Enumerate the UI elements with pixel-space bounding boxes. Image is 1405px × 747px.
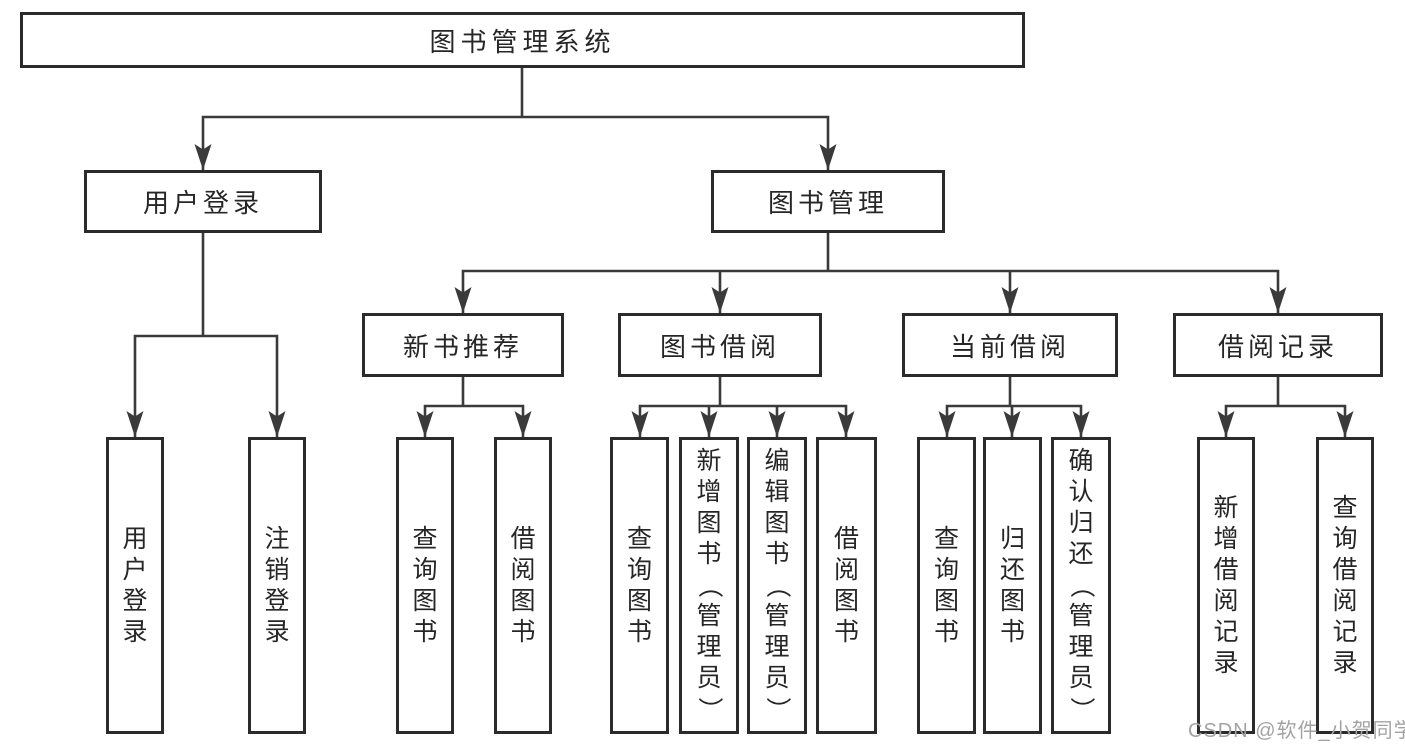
leaf-add-borrow-record: 新增借阅记录 (1197, 437, 1255, 734)
leaf-return-books: 归还图书 (983, 437, 1042, 734)
arrow-down-icon (938, 411, 956, 437)
node-library-management-system: 图书管理系统 (20, 12, 1025, 68)
arrowheads (126, 144, 1354, 437)
arrow-down-icon (514, 411, 532, 437)
leaf-label: 新增图书（管理员） (695, 447, 724, 723)
arrow-down-icon (1003, 411, 1021, 437)
leaf-label: 查询图书 (626, 524, 652, 646)
arrow-down-icon (1072, 411, 1090, 437)
arrow-down-icon (268, 411, 286, 437)
arrow-down-icon (454, 287, 472, 313)
leaf-edit-book-admin: 编辑图书（管理员） (747, 437, 807, 734)
node-label: 新书推荐 (402, 331, 523, 362)
leaf-label: 查询图书 (933, 524, 959, 646)
node-current-borrowing: 当前借阅 (902, 313, 1118, 377)
arrow-down-icon (711, 287, 729, 313)
leaf-borrow-books: 借阅图书 (816, 437, 877, 734)
leaf-query-borrow-record: 查询借阅记录 (1316, 437, 1374, 734)
arrow-down-icon (819, 144, 837, 170)
leaf-label: 借阅图书 (833, 524, 859, 646)
node-new-book-recommendation: 新书推荐 (362, 313, 564, 377)
node-label: 用户登录 (142, 188, 263, 218)
arrow-down-icon (837, 411, 855, 437)
arrow-down-icon (194, 144, 212, 170)
arrow-down-icon (1001, 287, 1019, 313)
arrow-down-icon (768, 411, 786, 437)
leaf-borrowing-query-books: 查询图书 (610, 437, 669, 734)
leaf-logout: 注销登录 (248, 437, 306, 734)
csdn-watermark: CSDN @软件_小贺同学 (1188, 720, 1405, 742)
leaf-recommend-query-books: 查询图书 (396, 437, 454, 734)
node-label: 图书借阅 (659, 331, 780, 362)
leaf-label: 确认归还（管理员） (1067, 447, 1096, 723)
leaf-label: 用户登录 (122, 524, 148, 646)
leaf-label: 查询借阅记录 (1332, 493, 1358, 677)
arrow-down-icon (631, 411, 649, 437)
leaf-recommend-borrow-books: 借阅图书 (494, 437, 552, 734)
leaf-current-query-books: 查询图书 (917, 437, 976, 734)
node-borrowing-records: 借阅记录 (1173, 313, 1383, 377)
leaf-add-book-admin: 新增图书（管理员） (679, 437, 739, 734)
node-user-login: 用户登录 (84, 170, 322, 233)
node-label: 图书管理系统 (429, 26, 616, 57)
node-book-borrowing: 图书借阅 (618, 313, 822, 377)
leaf-label: 注销登录 (264, 524, 290, 646)
arrow-down-icon (1336, 411, 1354, 437)
arrow-down-icon (416, 411, 434, 437)
node-label: 图书管理 (767, 188, 888, 218)
arrow-down-icon (700, 411, 718, 437)
leaf-confirm-return-admin: 确认归还（管理员） (1051, 437, 1111, 734)
arrow-down-icon (126, 411, 144, 437)
arrow-down-icon (1269, 287, 1287, 313)
leaf-label: 查询图书 (412, 524, 438, 646)
leaf-user-login: 用户登录 (106, 437, 164, 734)
node-label: 当前借阅 (949, 331, 1070, 362)
leaf-label: 借阅图书 (510, 524, 536, 646)
node-label: 借阅记录 (1217, 331, 1338, 362)
leaf-label: 归还图书 (999, 524, 1025, 646)
node-book-management: 图书管理 (711, 170, 945, 233)
leaf-label: 编辑图书（管理员） (763, 447, 792, 723)
arrow-down-icon (1217, 411, 1235, 437)
leaf-label: 新增借阅记录 (1213, 493, 1239, 677)
